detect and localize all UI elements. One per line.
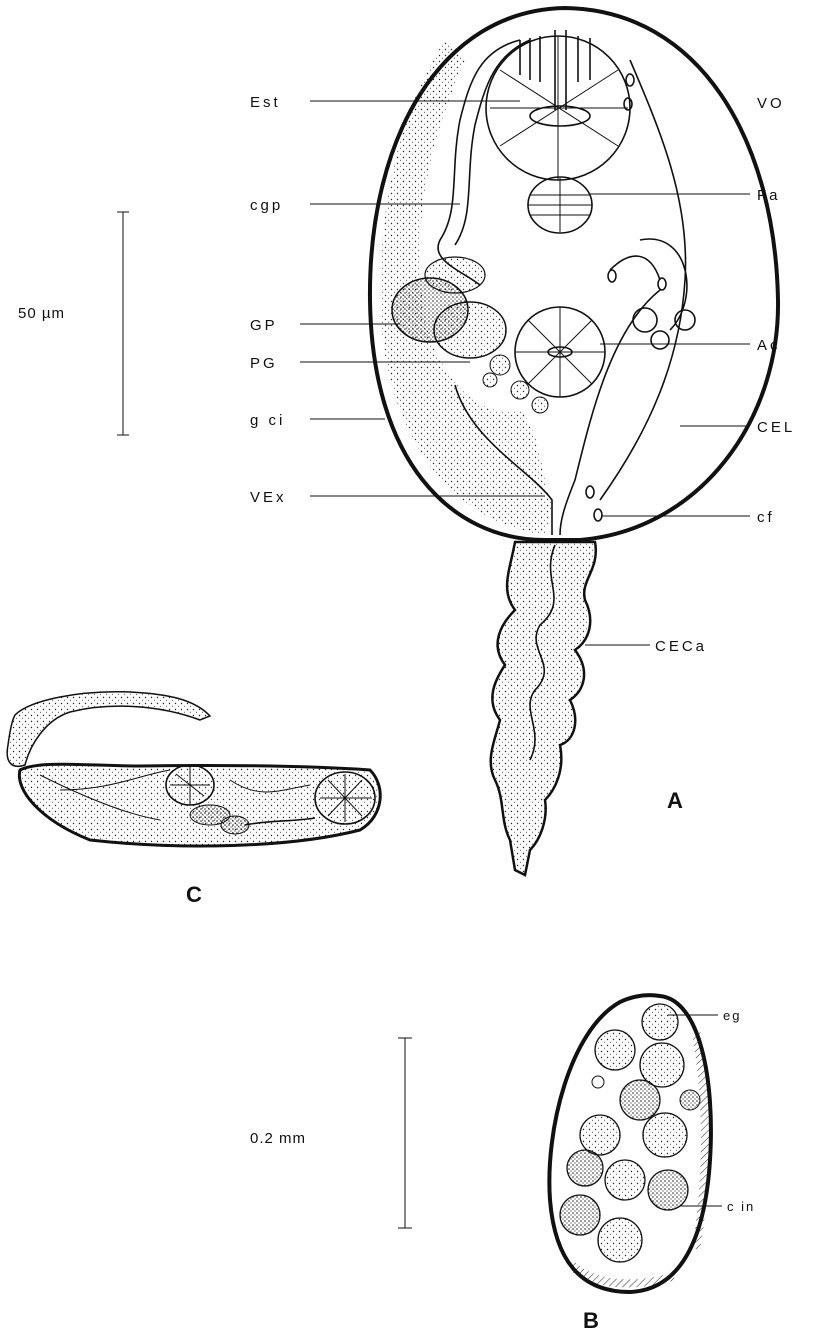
scale-label-0.2mm: 0.2 mm bbox=[250, 1130, 306, 1147]
figure-b-drawing bbox=[549, 995, 711, 1292]
label-vo: VO bbox=[757, 95, 785, 112]
label-fa: Fa bbox=[757, 187, 781, 204]
figure-c-body bbox=[19, 764, 380, 846]
label-cgp: cgp bbox=[250, 197, 283, 214]
label-ceca: CECa bbox=[655, 638, 707, 655]
label-pg: PG bbox=[250, 355, 278, 372]
panel-label-c: C bbox=[186, 882, 202, 907]
label-ac: Ac bbox=[757, 337, 781, 354]
label-eg: eg bbox=[723, 1008, 741, 1023]
figure-c-drawing bbox=[7, 692, 380, 846]
panel-label-b: B bbox=[583, 1308, 599, 1333]
label-cf: cf bbox=[757, 509, 775, 526]
figure-c-tail bbox=[7, 692, 210, 767]
label-gci: g ci bbox=[250, 412, 285, 429]
tail bbox=[491, 542, 596, 875]
scale-bar-50um: 50 µm bbox=[18, 212, 129, 435]
scale-bar-0.2mm: 0.2 mm bbox=[250, 1038, 412, 1228]
panel-label-a: A bbox=[667, 788, 683, 813]
label-est: Est bbox=[250, 94, 281, 111]
excretory-canals bbox=[600, 60, 687, 500]
fa-organ bbox=[528, 177, 592, 233]
figure-a-drawing bbox=[370, 8, 778, 875]
label-cel: CEL bbox=[757, 419, 795, 436]
label-vex: VEx bbox=[250, 489, 287, 506]
acetabulum bbox=[515, 307, 605, 397]
figure-a-labels-right: VO Fa Ac CEL cf CECa bbox=[585, 95, 795, 655]
oral-sucker bbox=[486, 30, 630, 180]
flame-cells bbox=[586, 74, 666, 521]
label-cin: c in bbox=[727, 1199, 755, 1214]
scale-label-50um: 50 µm bbox=[18, 305, 65, 322]
label-gp: GP bbox=[250, 317, 278, 334]
